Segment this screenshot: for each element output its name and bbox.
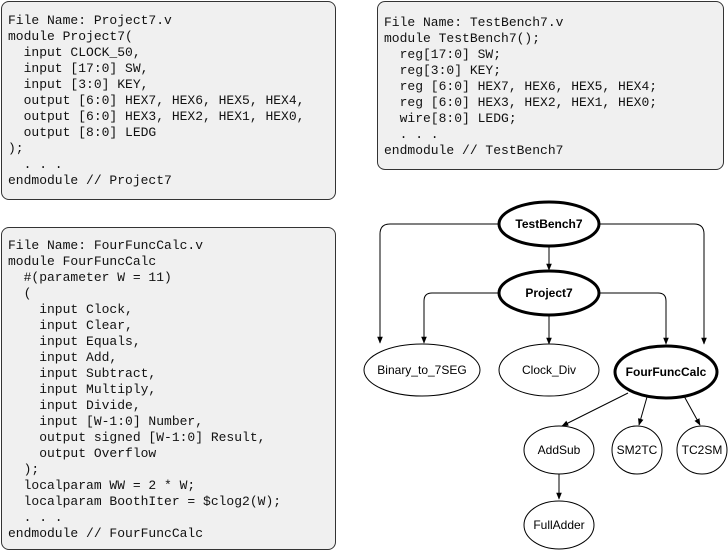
edge-testbench7-fourfunccalc [600, 223, 707, 345]
hierarchy-edges [377, 223, 707, 500]
node-sm2tc-label: SM2TC [617, 443, 658, 457]
node-testbench7-label: TestBench7 [515, 217, 582, 231]
testbench7-code-box: File Name: TestBench7.v module TestBench… [377, 1, 724, 170]
node-fourfunccalc: FourFuncCalc [613, 344, 719, 400]
edge-fourfunccalc-addsub [561, 392, 629, 427]
node-tc2sm: TC2SM [676, 425, 728, 475]
edge-fourfunccalc-sm2tc [638, 396, 648, 426]
fourfunccalc-code-box: File Name: FourFuncCalc.v module FourFun… [1, 227, 336, 550]
project7-code: File Name: Project7.v module Project7( i… [8, 13, 305, 188]
node-fourfunccalc-label: FourFuncCalc [626, 365, 707, 379]
node-addsub: AddSub [523, 425, 595, 475]
node-fulladder: FullAdder [523, 500, 595, 550]
edge-project7-binary-to-7seg [421, 292, 498, 344]
edge-testbench7-binary-to-7seg [377, 223, 498, 344]
testbench7-code: File Name: TestBench7.v module TestBench… [384, 15, 658, 158]
node-addsub-label: AddSub [538, 443, 581, 457]
edge-project7-fourfunccalc [600, 292, 669, 345]
node-project7-label: Project7 [525, 286, 573, 300]
edge-fourfunccalc-tc2sm [683, 395, 701, 426]
node-testbench7: TestBench7 [497, 200, 601, 248]
project7-code-box: File Name: Project7.v module Project7( i… [1, 1, 336, 200]
node-tc2sm-label: TC2SM [682, 443, 723, 457]
fourfunccalc-code: File Name: FourFuncCalc.v module FourFun… [8, 238, 282, 541]
node-clock-div-label: Clock_Div [522, 363, 576, 377]
node-binary-to-7seg: Binary_to_7SEG [363, 343, 481, 397]
node-project7: Project7 [497, 269, 601, 317]
node-binary-to-7seg-label: Binary_to_7SEG [377, 363, 466, 377]
node-fulladder-label: FullAdder [533, 518, 584, 532]
node-clock-div: Clock_Div [498, 343, 600, 397]
node-sm2tc: SM2TC [611, 425, 663, 475]
